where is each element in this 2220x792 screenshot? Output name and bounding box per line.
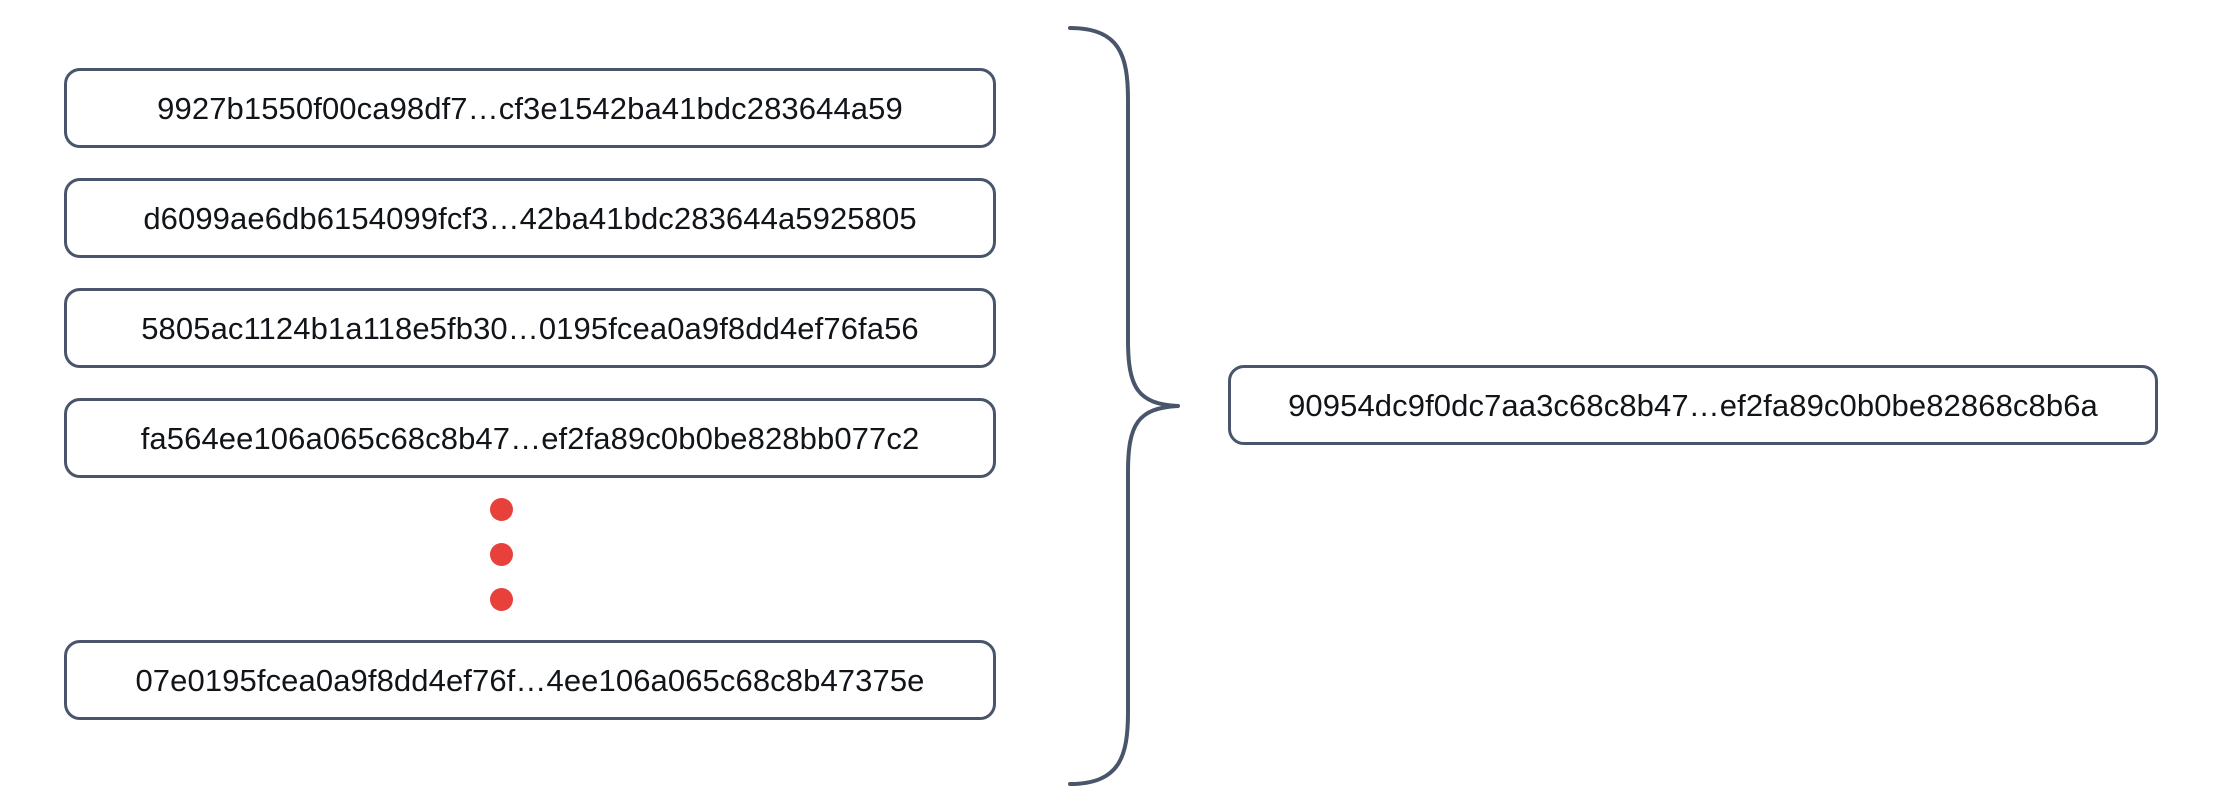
input-hash-label: 07e0195fcea0a9f8dd4ef76f…4ee106a065c68c8… xyxy=(135,662,925,698)
input-hash-label: 9927b1550f00ca98df7…cf3e1542ba41bdc28364… xyxy=(157,90,903,126)
curly-brace-icon xyxy=(1030,20,1210,790)
input-hash-box[interactable]: fa564ee106a065c68c8b47…ef2fa89c0b0be828b… xyxy=(64,398,996,478)
output-hash-box[interactable]: 90954dc9f0dc7aa3c68c8b47…ef2fa89c0b0be82… xyxy=(1228,365,2158,445)
ellipsis-dot xyxy=(490,543,513,566)
ellipsis-dot xyxy=(490,588,513,611)
output-hash-label: 90954dc9f0dc7aa3c68c8b47…ef2fa89c0b0be82… xyxy=(1288,387,2098,423)
input-hash-box[interactable]: 9927b1550f00ca98df7…cf3e1542ba41bdc28364… xyxy=(64,68,996,148)
input-hash-box[interactable]: d6099ae6db6154099fcf3…42ba41bdc283644a59… xyxy=(64,178,996,258)
input-hash-box[interactable]: 5805ac1124b1a118e5fb30…0195fcea0a9f8dd4e… xyxy=(64,288,996,368)
input-hash-box[interactable]: 07e0195fcea0a9f8dd4ef76f…4ee106a065c68c8… xyxy=(64,640,996,720)
input-hash-label: d6099ae6db6154099fcf3…42ba41bdc283644a59… xyxy=(143,200,917,236)
input-hash-label: 5805ac1124b1a118e5fb30…0195fcea0a9f8dd4e… xyxy=(141,310,919,346)
vertical-ellipsis-icon xyxy=(490,498,524,624)
ellipsis-dot xyxy=(490,498,513,521)
input-hash-label: fa564ee106a065c68c8b47…ef2fa89c0b0be828b… xyxy=(140,420,920,456)
